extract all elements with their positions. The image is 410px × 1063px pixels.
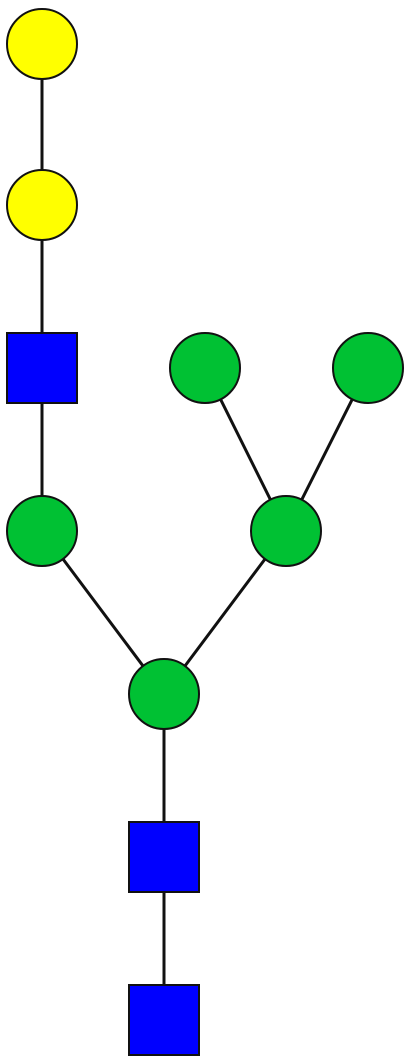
man-right-arm-mannose-circle: [250, 495, 322, 567]
gal-2-galactose-circle: [6, 8, 78, 80]
man-top-left-mannose-circle: [169, 332, 241, 404]
man-core-mannose-circle: [128, 658, 200, 730]
monosaccharide-residues: [6, 8, 404, 1056]
gal-1-galactose-circle: [6, 169, 78, 241]
glcnac-core-2-glcnac-square: [128, 821, 200, 893]
man-left-arm-mannose-circle: [6, 495, 78, 567]
man-top-right-mannose-circle: [332, 332, 404, 404]
glcnac-branch-glcnac-square: [6, 332, 78, 404]
glcnac-core-1-glcnac-square: [128, 984, 200, 1056]
